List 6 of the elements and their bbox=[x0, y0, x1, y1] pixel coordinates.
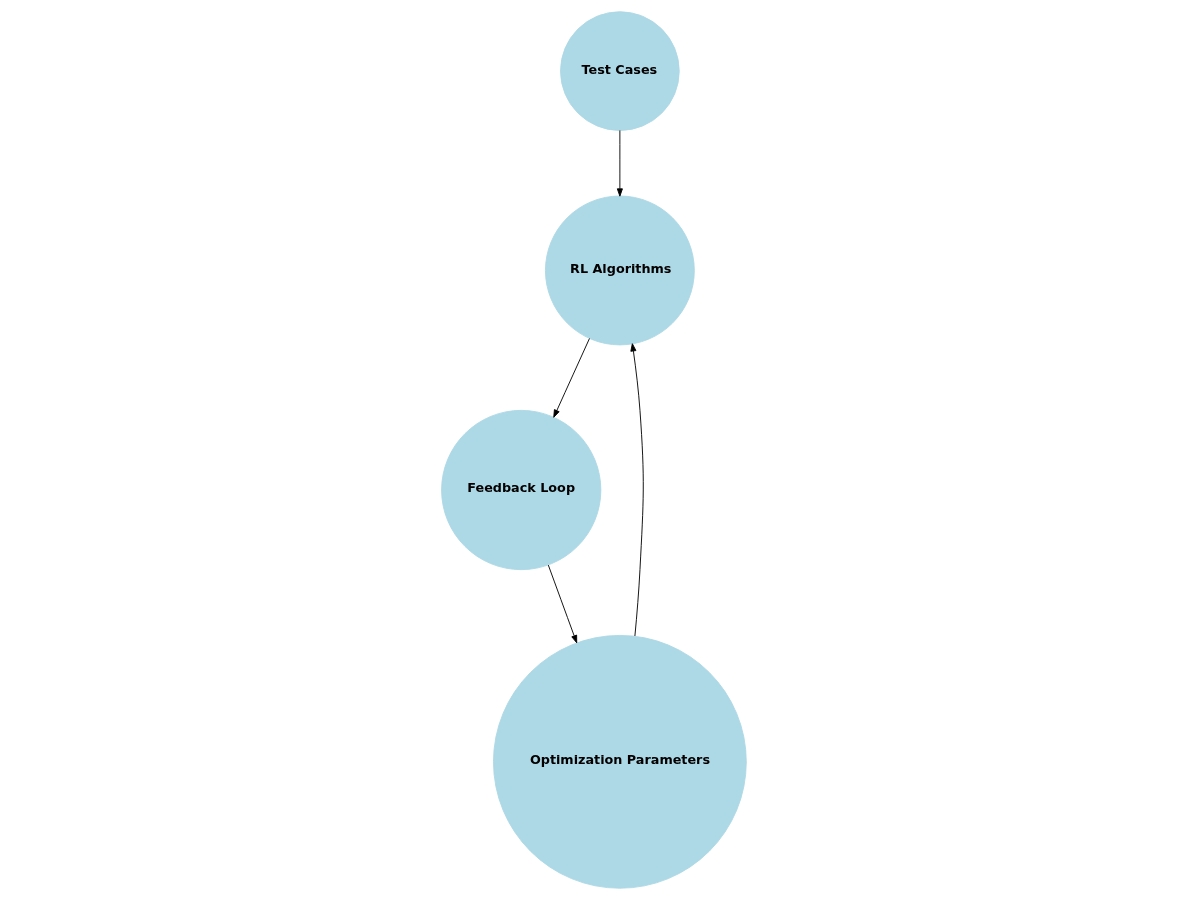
arrow bbox=[616, 130, 623, 197]
node-circle: Test Cases bbox=[560, 11, 680, 131]
arrow bbox=[553, 338, 590, 418]
arrow bbox=[630, 343, 644, 637]
node-circle: RL Algorithms bbox=[544, 195, 695, 346]
arrow bbox=[547, 564, 578, 644]
